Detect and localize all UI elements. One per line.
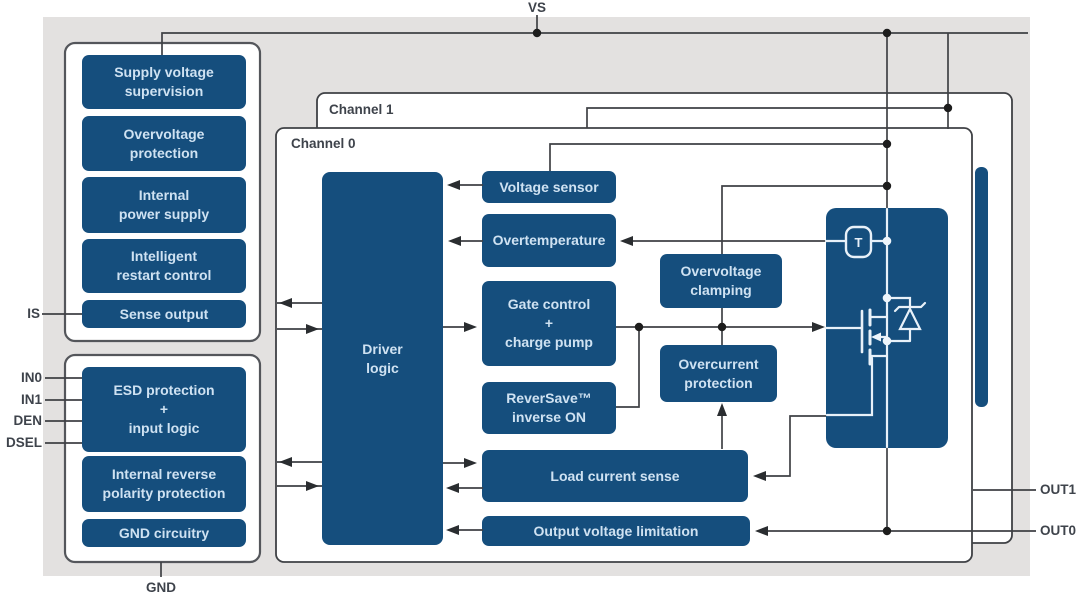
block-voltage-sensor: Voltage sensor xyxy=(499,178,599,195)
block-intelligent-restart-control: Intelligent restart control xyxy=(116,248,212,283)
block-shapes xyxy=(82,55,782,547)
block-gate-control-charge-pump-shape xyxy=(482,281,616,366)
arrow-driver-left-out-lower xyxy=(279,457,292,467)
mosfet-body-arrow xyxy=(871,332,881,342)
dot-vs-tap xyxy=(532,28,542,38)
wire-reversave-join xyxy=(616,328,640,408)
block-internal-power-supply-shape xyxy=(82,177,246,233)
dot-vs-rail xyxy=(882,28,892,38)
dot-clamping-tap xyxy=(882,181,892,191)
block-driver-logic: Driver logic xyxy=(362,340,403,376)
block-internal-reverse-polarity-protection: Internal reverse polarity protection xyxy=(102,466,226,501)
out1-pin-label: OUT1 xyxy=(1040,482,1077,497)
den-pin-label: DEN xyxy=(13,413,42,428)
connection-wires xyxy=(42,15,1036,577)
arrow-into-driver-ovl xyxy=(446,525,459,535)
arrow-into-driver-voltage-sensor xyxy=(447,180,460,190)
in1-pin-label: IN1 xyxy=(20,392,42,407)
arrow-into-driver-load-sense xyxy=(446,483,459,493)
dot-tsensor xyxy=(882,236,892,246)
channel1-label: Channel 1 xyxy=(329,102,394,117)
arrow-into-ovl-right xyxy=(755,526,768,536)
block-reversave-inverse-on: ReverSave™ inverse ON xyxy=(506,390,592,425)
block-overcurrent-protection-shape xyxy=(660,345,777,402)
wire-voltage-sensor-feed xyxy=(549,143,887,171)
block-reversave-inverse-on-shape xyxy=(482,382,616,434)
junction-dots xyxy=(532,28,953,536)
block-overvoltage-clamping-shape xyxy=(660,254,782,308)
vs-pin-label: VS xyxy=(527,0,546,15)
wire-source-sense xyxy=(765,415,826,477)
block-intelligent-restart-control-shape xyxy=(82,239,246,293)
arrowheads xyxy=(279,180,825,536)
block-esd-protection-input-logic-shape xyxy=(82,367,246,452)
out0-pin-label: OUT0 xyxy=(1040,523,1077,538)
arrow-driver-left-in-upper xyxy=(306,324,319,334)
dot-out0-join xyxy=(882,526,892,536)
block-load-current-sense: Load current sense xyxy=(550,467,680,484)
arrow-into-driver-overtemperature xyxy=(448,236,461,246)
dsel-pin-label: DSEL xyxy=(5,435,42,450)
wire-channel1-vs-feed xyxy=(586,107,948,128)
block-internal-power-supply: Internal power supply xyxy=(118,187,210,222)
arrow-into-load-sense-right xyxy=(753,471,766,481)
arrow-into-load-sense xyxy=(464,458,477,468)
block-gnd-circuitry: GND circuitry xyxy=(118,524,210,541)
block-output-voltage-limitation: Output voltage limitation xyxy=(533,522,699,539)
block-supply-voltage-supervision: Supply voltage supervision xyxy=(114,64,214,99)
block-output-voltage-limitation-shape xyxy=(482,516,750,546)
block-gnd-circuitry-shape xyxy=(82,519,246,547)
channel0-label: Channel 0 xyxy=(291,136,356,151)
block-driver-logic-shape xyxy=(322,172,443,545)
arrow-into-gate-control xyxy=(464,322,477,332)
block-overvoltage-protection-shape xyxy=(82,116,246,171)
wire-vs-bus xyxy=(161,32,1028,55)
dot-drain xyxy=(882,293,892,303)
block-load-current-sense-shape xyxy=(482,450,748,502)
arrow-driver-left-out-upper xyxy=(279,298,292,308)
block-sense-output-shape xyxy=(82,300,246,328)
arrow-driver-left-in-lower xyxy=(306,481,319,491)
in0-pin-label: IN0 xyxy=(20,370,42,385)
block-overvoltage-clamping: Overvoltage clamping xyxy=(680,263,762,298)
block-overtemperature: Overtemperature xyxy=(492,232,606,248)
arrow-into-mosfet-gate xyxy=(812,322,825,332)
arrow-into-overcurrent xyxy=(717,403,727,416)
dot-clamping-join xyxy=(717,322,727,332)
temperature-sensor-badge: T xyxy=(854,234,863,250)
block-overtemperature-shape xyxy=(482,214,616,267)
block-overvoltage-protection: Overvoltage protection xyxy=(123,125,205,161)
gnd-pin-label: GND xyxy=(146,580,176,595)
wire-clamping-feed xyxy=(721,185,887,254)
mosfet-junction-dots xyxy=(882,236,892,346)
block-sense-output: Sense output xyxy=(119,305,209,322)
body-diode-triangle xyxy=(898,306,922,331)
dot-voltage-sensor-tap xyxy=(882,139,892,149)
block-overcurrent-protection: Overcurrent protection xyxy=(678,355,759,391)
block-voltage-sensor-shape xyxy=(482,171,616,203)
channel1-mosfet-edge xyxy=(975,167,988,407)
dot-source xyxy=(882,336,892,346)
block-gate-control-charge-pump: Gate control + charge pump xyxy=(505,296,593,350)
block-internal-reverse-polarity-protection-shape xyxy=(82,456,246,512)
is-pin-label: IS xyxy=(27,306,40,321)
arrow-into-overtemperature xyxy=(620,236,633,246)
block-supply-voltage-supervision-shape xyxy=(82,55,246,109)
mosfet-source-sense-tap xyxy=(825,356,874,417)
dot-channel1-feed xyxy=(943,103,953,113)
block-esd-protection-input-logic: ESD protection + input logic xyxy=(113,382,215,436)
dot-reversave-join xyxy=(634,322,644,332)
channel0-box xyxy=(275,127,973,563)
wire-driver-left-handshake xyxy=(277,302,322,487)
